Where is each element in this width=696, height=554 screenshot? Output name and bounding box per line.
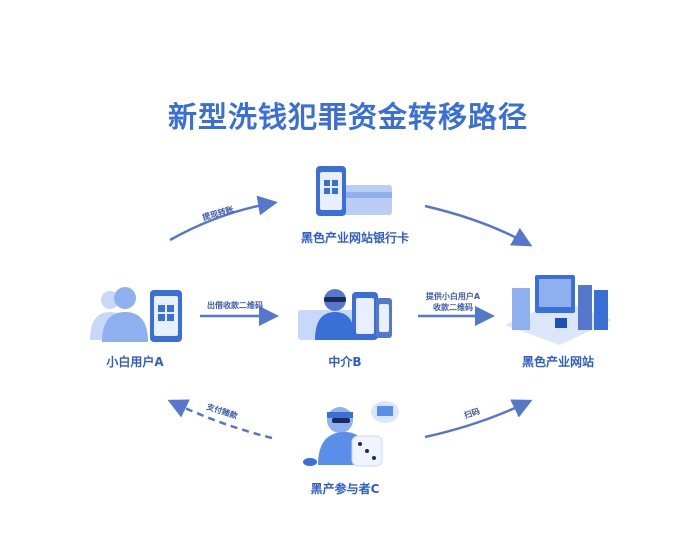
agent-icon [298,289,392,340]
arrow-withdraw [169,195,278,242]
node-bank-card-label: 黑色产业网站银行卡 [300,231,410,245]
edge-provide-qr-label: 提供小白用户A 收款二维码 [426,291,480,313]
bank-card-icon [316,166,392,216]
edge-provide-qr-line1: 提供小白用户A [425,292,481,301]
users-icon [90,287,182,342]
node-participant-c-label: 黑产参与者C [310,482,380,496]
edge-provide-qr-line2: 收款二维码 [432,303,473,312]
page-title: 新型洗钱犯罪资金转移路径 [167,100,529,134]
arrow-bank-to-site [424,204,533,247]
node-agent-b-label: 中介B [328,355,362,369]
arrow-scan [424,399,533,439]
participant-icon [303,401,399,467]
arrow-pay-gambling [167,399,273,440]
website-servers-icon [505,275,612,345]
node-user-a-label: 小白用户A [106,355,164,369]
edge-lend-qr-label: 出借收款二维码 [207,301,263,310]
node-website-label: 黑色产业网站 [521,355,595,369]
